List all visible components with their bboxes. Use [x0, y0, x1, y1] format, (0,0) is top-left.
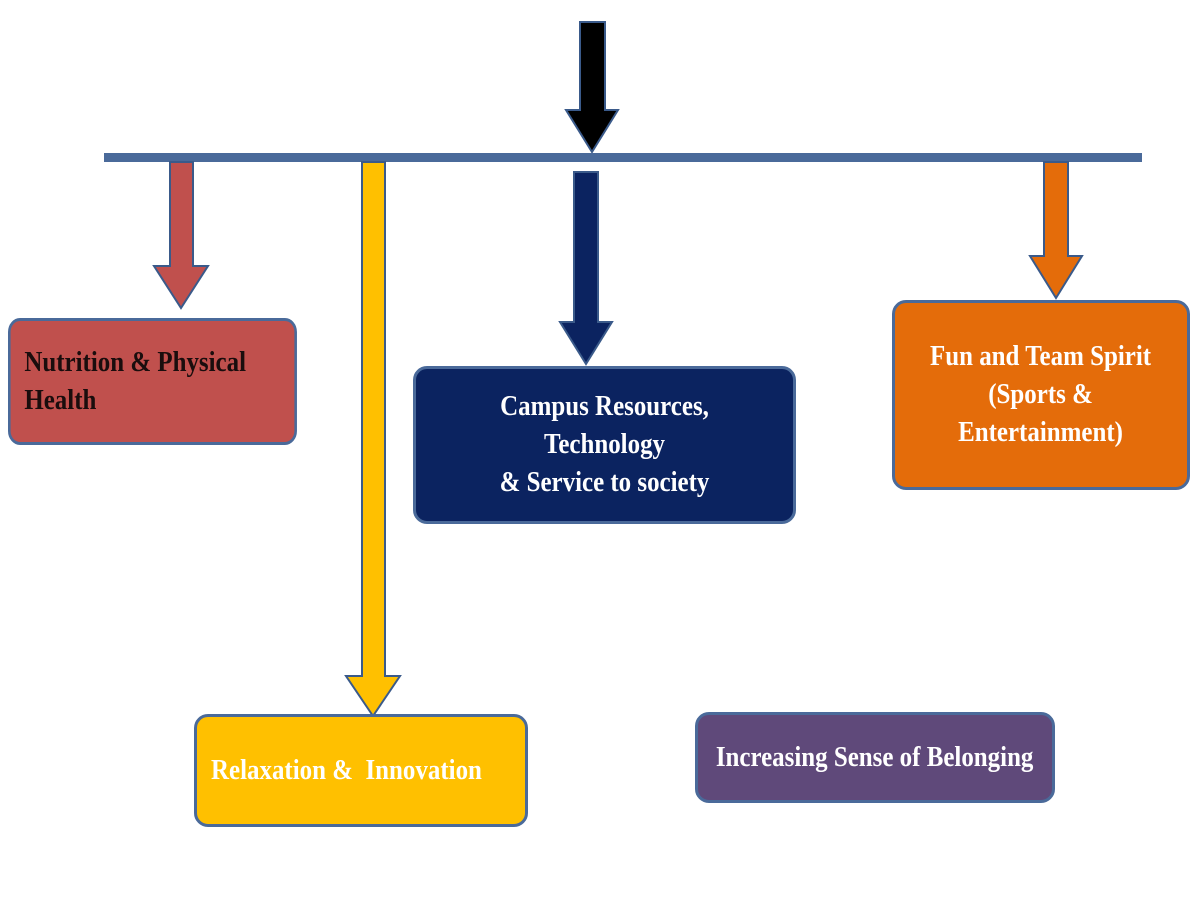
input-arrow: [564, 21, 620, 154]
arrow-to-fun: [1028, 161, 1084, 300]
fun-label-line2: (Sports &: [988, 378, 1094, 411]
arrow-to-nutrition: [152, 161, 210, 310]
horizontal-connector: [104, 153, 1142, 162]
relaxation-label: Relaxation & Innovation: [211, 753, 482, 786]
campus-label-line1: Campus Resources, Technology: [500, 390, 709, 461]
fun-label-line1: Fun and Team Spirit: [930, 340, 1152, 373]
fun-box: Fun and Team Spirit (Sports & Entertainm…: [892, 300, 1190, 490]
fun-label-line3: Entertainment): [958, 415, 1124, 448]
nutrition-label: Nutrition & Physical Health: [24, 345, 247, 416]
arrow-to-campus: [558, 171, 614, 366]
belonging-label: Increasing Sense of Belonging: [716, 740, 1034, 773]
arrow-to-relaxation: [344, 161, 402, 718]
campus-label-line2: & Service to society: [499, 465, 710, 498]
relaxation-box: Relaxation & Innovation: [194, 714, 528, 827]
nutrition-box: Nutrition & Physical Health: [8, 318, 297, 445]
campus-box: Campus Resources, Technology & Service t…: [413, 366, 796, 524]
belonging-box: Increasing Sense of Belonging: [695, 712, 1055, 803]
